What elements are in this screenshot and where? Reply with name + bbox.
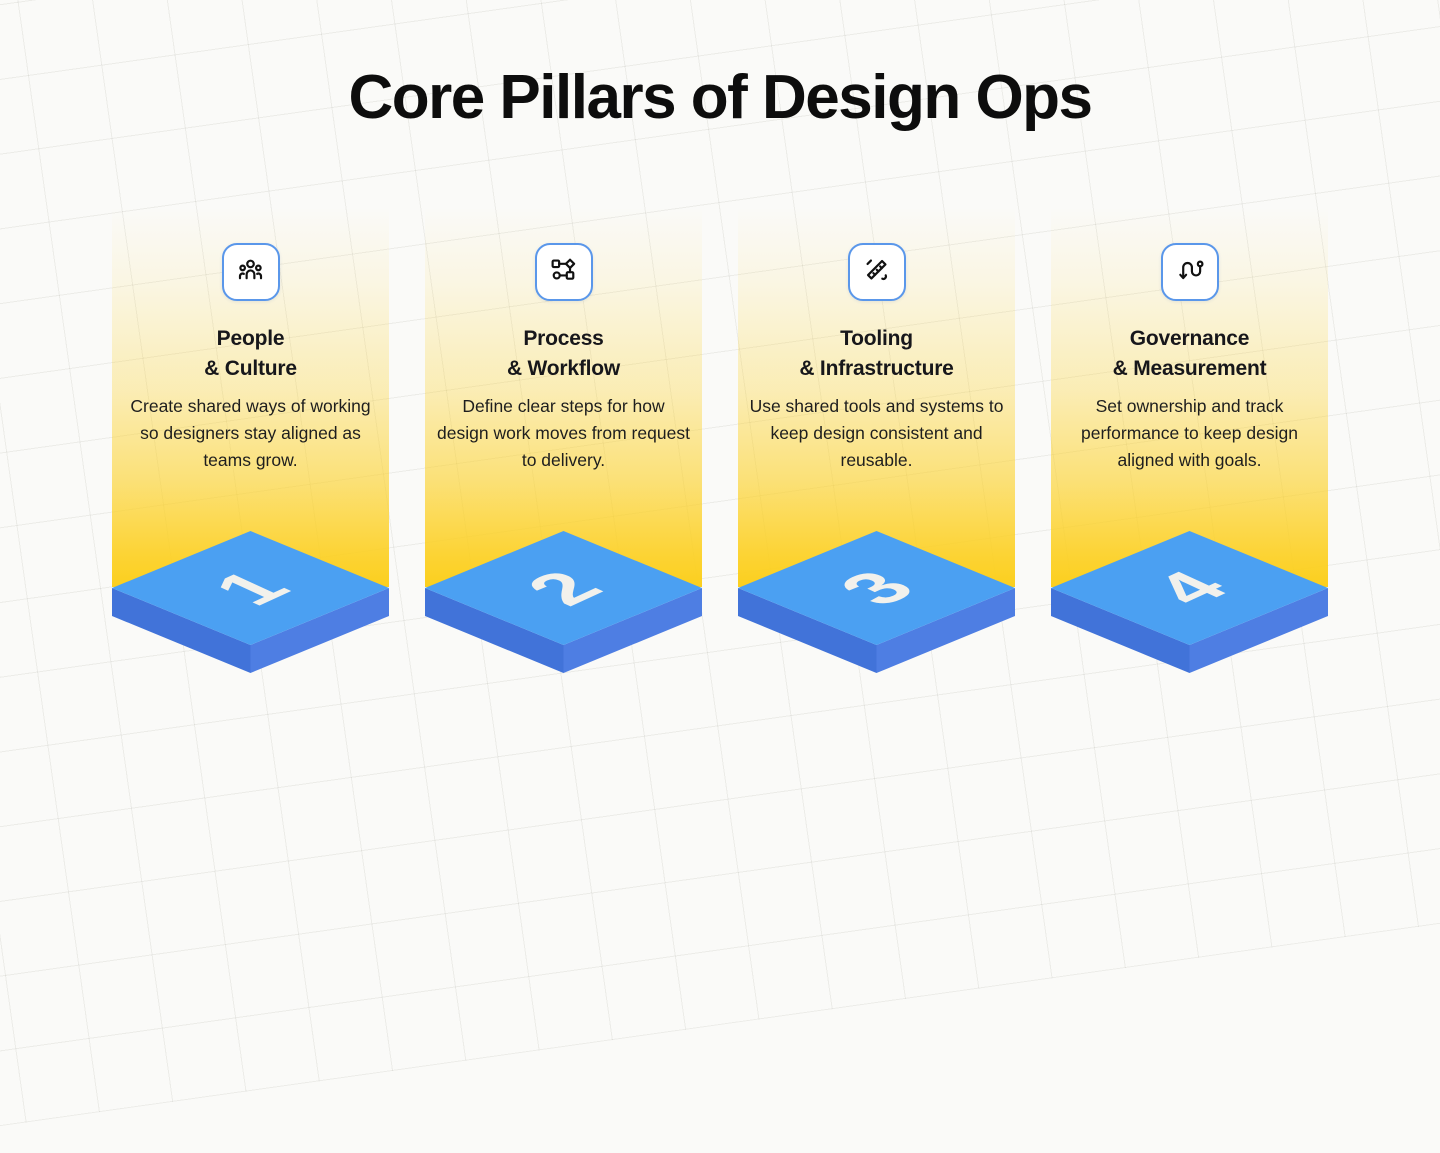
pillar-description: Use shared tools and systems to keep des… xyxy=(749,396,1004,471)
pillar-card-tooling-infrastructure: Tooling & Infrastructure Use shared tool… xyxy=(738,207,1015,674)
pillar-title-line2: & Workflow xyxy=(506,357,621,381)
pillar-card-process-workflow: Process & Workflow Define clear steps fo… xyxy=(425,207,702,674)
pillar-title: Tooling & Infrastructure xyxy=(738,324,1015,384)
route-icon xyxy=(1175,255,1204,289)
pillar-title: People & Culture xyxy=(112,324,389,384)
pillar-description: Set ownership and track performance to k… xyxy=(1081,396,1298,471)
pillar-title: Process & Workflow xyxy=(425,324,702,384)
pillar-description: Define clear steps for how design work m… xyxy=(437,396,690,471)
pillar-title-line1: People xyxy=(216,327,285,351)
pillar-title-line2: & Infrastructure xyxy=(799,357,954,381)
platform-block-1: 1 xyxy=(112,531,389,674)
pillar-title-line2: & Culture xyxy=(204,357,297,381)
platform-block-3: 3 xyxy=(738,531,1015,674)
pillar-title-line2: & Measurement xyxy=(1112,357,1267,381)
page-title: Core Pillars of Design Ops xyxy=(348,63,1093,132)
pillar-title-line1: Governance xyxy=(1129,327,1250,351)
platform-block-4: 4 xyxy=(1051,531,1328,674)
pillar-title-line1: Process xyxy=(523,327,604,351)
pillar-card-governance-measurement: Governance & Measurement Set ownership a… xyxy=(1051,207,1328,674)
icon-box xyxy=(1160,243,1219,302)
icon-box xyxy=(221,243,280,302)
pillar-title: Governance & Measurement xyxy=(1051,324,1328,384)
pencil-ruler-icon xyxy=(862,255,891,289)
pillar-description: Create shared ways of working so designe… xyxy=(130,396,371,471)
platform-block-2: 2 xyxy=(425,531,702,674)
icon-box xyxy=(847,243,906,302)
icon-box xyxy=(534,243,593,302)
pillar-card-people-culture: People & Culture Create shared ways of w… xyxy=(112,207,389,674)
pillar-title-line1: Tooling xyxy=(840,327,913,351)
people-icon xyxy=(236,255,265,289)
workflow-icon xyxy=(549,255,578,289)
pillar-cards-row: People & Culture Create shared ways of w… xyxy=(0,207,1440,674)
